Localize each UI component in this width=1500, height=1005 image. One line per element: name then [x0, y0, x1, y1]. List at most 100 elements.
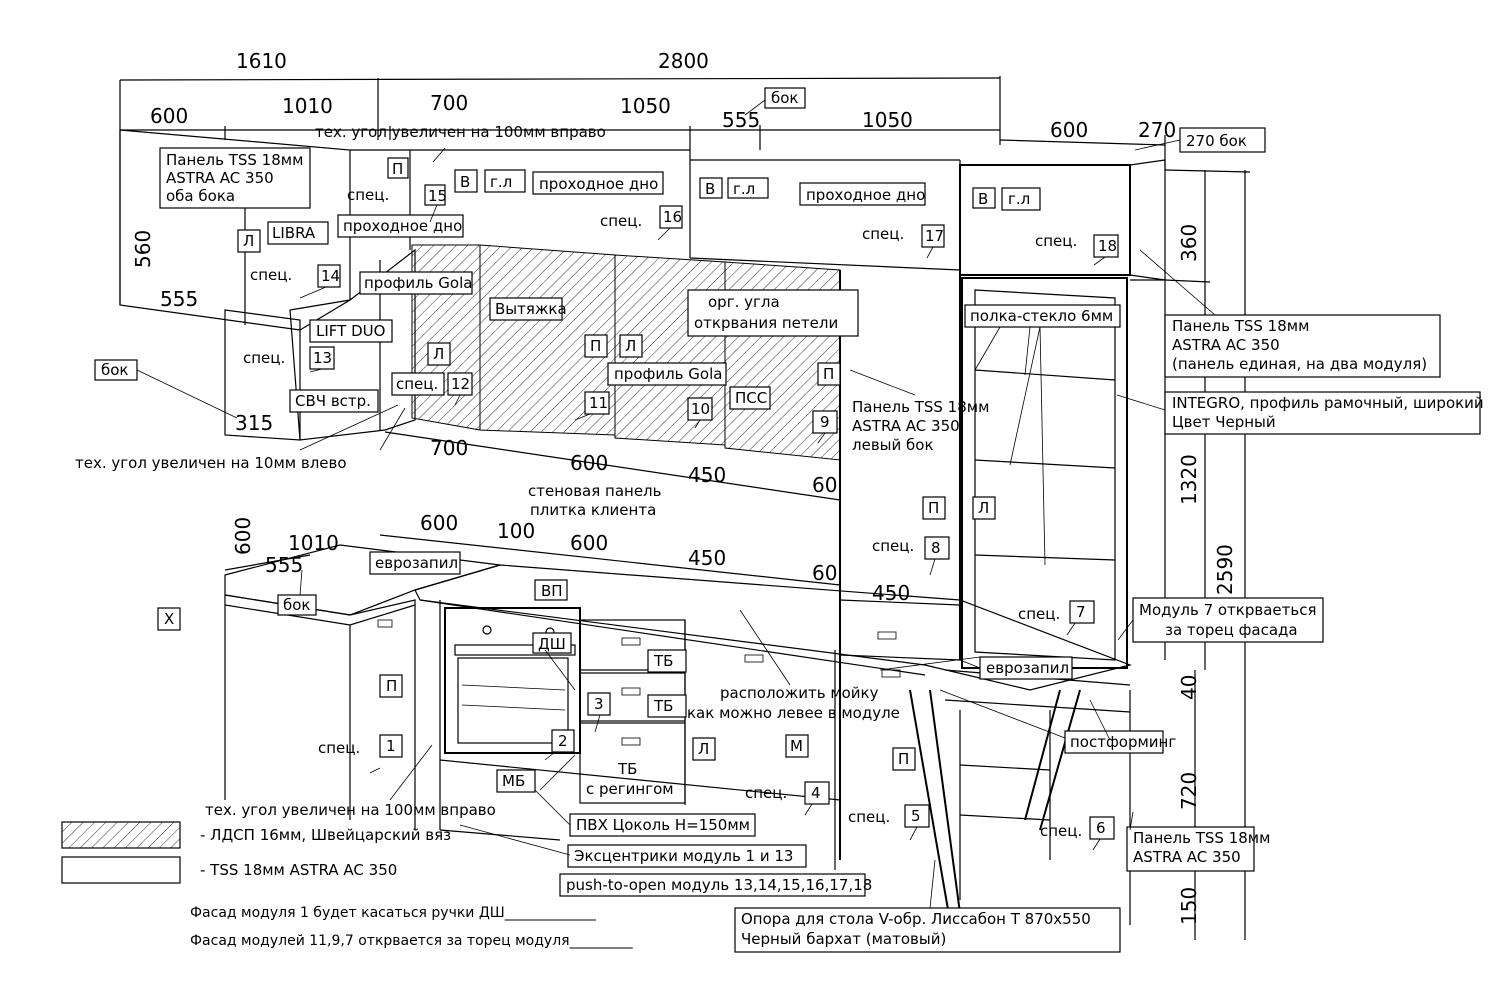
dim-100: 100: [497, 519, 535, 543]
panel-right-line3: (панель единая, на два модуля): [1172, 355, 1427, 373]
label-pss: ПСС: [735, 389, 767, 407]
module-9: 9: [820, 413, 830, 431]
panel-left-line1: Панель TSS 18мм: [166, 151, 303, 169]
panel-bottom-right-line1: Панель TSS 18мм: [1133, 829, 1270, 847]
label-dsh: ДШ: [538, 635, 566, 653]
dim-600-counter: 600: [420, 511, 458, 535]
wall-panel-line1: стеновая панель: [528, 482, 661, 500]
label-l-mid: Л: [433, 345, 444, 363]
label-spec-14: спец.: [250, 266, 292, 284]
dim-555-left: 555: [160, 287, 198, 311]
label-v-3: В: [978, 190, 988, 208]
label-spec-8: спец.: [872, 537, 914, 555]
label-bok-left: бок: [101, 361, 129, 379]
label-mb: МБ: [502, 772, 525, 790]
label-euro-cut-1: еврозапил: [375, 554, 458, 572]
label-l-4: Л: [698, 740, 709, 758]
annotation-boxes: [61, 87, 1481, 953]
legend-ldsp: - ЛДСП 16мм, Швейцарский вяз: [200, 826, 451, 844]
dim-700-top: 700: [430, 91, 468, 115]
dim-1610: 1610: [236, 49, 287, 73]
dim-600-mid: 600: [570, 451, 608, 475]
label-lift-duo: LIFT DUO: [316, 322, 385, 340]
module-12: 12: [451, 375, 470, 393]
label-microwave: СВЧ встр.: [295, 392, 371, 410]
label-l-11: Л: [625, 337, 636, 355]
label-push-to-open: push-to-open модуль 13,14,15,16,17,18: [566, 876, 872, 894]
right-dimension-lines: [1164, 169, 1251, 940]
label-spec-18: спец.: [1035, 232, 1077, 250]
module-6: 6: [1096, 819, 1106, 837]
label-eccentrics: Эксцентрики модуль 1 и 13: [574, 847, 793, 865]
label-hinge-1: орг. угла: [708, 293, 780, 311]
label-gola-2: профиль Gola: [614, 365, 722, 383]
module-5: 5: [911, 807, 921, 825]
dim-600-top: 600: [150, 104, 188, 128]
dim-1320: 1320: [1177, 454, 1201, 505]
module-13: 13: [313, 349, 332, 367]
panel-bottom-right-line2: ASTRA AC 350: [1133, 848, 1241, 866]
module7-note-line2: за торец фасада: [1165, 621, 1298, 639]
module-8: 8: [931, 539, 941, 557]
module-16: 16: [663, 208, 682, 226]
label-p-9: П: [823, 365, 834, 383]
dim-1050-top-left: 1050: [620, 94, 671, 118]
label-l-1: Л: [243, 232, 254, 250]
note-facade-1: Фасад модуля 1 будет касаться ручки ДШ__…: [190, 905, 597, 921]
integro-line2: Цвет Черный: [1172, 413, 1276, 431]
label-spec-7: спец.: [1018, 605, 1060, 623]
dim-1010-top: 1010: [282, 94, 333, 118]
label-gl-2: г.л: [733, 180, 755, 198]
support-note-line2: Черный бархат (матовый): [741, 930, 946, 948]
label-p-top: П: [392, 160, 403, 178]
note-facade-2: Фасад модулей 11,9,7 открвается за торец…: [190, 933, 634, 949]
dim-600-vertical: 600: [231, 517, 255, 555]
label-spec-17: спец.: [862, 225, 904, 243]
dim-315: 315: [235, 411, 273, 435]
dim-600-counter-2: 600: [570, 531, 608, 555]
dim-450-tall: 450: [872, 581, 910, 605]
label-pass-bottom-left: проходное дно: [343, 217, 462, 235]
label-p-1: П: [386, 677, 397, 695]
panel-left-line2: ASTRA AC 350: [166, 169, 274, 187]
label-gl-3: г.л: [1008, 190, 1030, 208]
dim-360: 360: [1177, 224, 1201, 262]
panel-mid-line3: левый бок: [852, 436, 934, 454]
label-vp: ВП: [541, 582, 563, 600]
label-spec-13: спец.: [243, 349, 285, 367]
dim-150: 150: [1177, 887, 1201, 925]
wall-panel-line2: плитка клиента: [530, 501, 656, 519]
label-spec-15: спец.: [347, 186, 389, 204]
panel-mid-line2: ASTRA AC 350: [852, 417, 960, 435]
panel-right-line2: ASTRA AC 350: [1172, 336, 1280, 354]
label-tb-2: ТБ: [653, 697, 673, 715]
label-bok-bottom: бок: [283, 596, 311, 614]
label-gola-1: профиль Gola: [364, 274, 472, 292]
label-pass-bottom-1: проходное дно: [539, 175, 658, 193]
label-x: X: [164, 610, 174, 628]
dim-270: 270: [1138, 118, 1176, 142]
label-v-1: В: [460, 173, 470, 191]
dim-1050-top-right: 1050: [862, 108, 913, 132]
module-4: 4: [811, 784, 821, 802]
module-1: 1: [386, 737, 396, 755]
dim-60-counter: 60: [812, 561, 837, 585]
label-tech-corner-top: тех. угол увеличен на 100мм вправо: [315, 123, 606, 141]
dim-2800: 2800: [658, 49, 709, 73]
module-14: 14: [321, 267, 340, 285]
annotation-text: бок 270 бок тех. угол увеличен на 100мм …: [75, 89, 1484, 949]
label-p-11: П: [590, 337, 601, 355]
sink-note-line1: расположить мойку: [720, 684, 879, 702]
panel-right-line1: Панель TSS 18мм: [1172, 317, 1309, 335]
label-l-8: Л: [978, 499, 989, 517]
label-euro-cut-2: еврозапил: [986, 659, 1069, 677]
label-spec-6: спец.: [1040, 822, 1082, 840]
label-libra: LIBRA: [272, 224, 316, 242]
label-postforming: постформинг: [1070, 733, 1176, 751]
label-270-bok: 270 бок: [1186, 132, 1247, 150]
label-spec-1: спец.: [318, 739, 360, 757]
module-2: 2: [558, 732, 568, 750]
dim-2590: 2590: [1213, 544, 1237, 595]
